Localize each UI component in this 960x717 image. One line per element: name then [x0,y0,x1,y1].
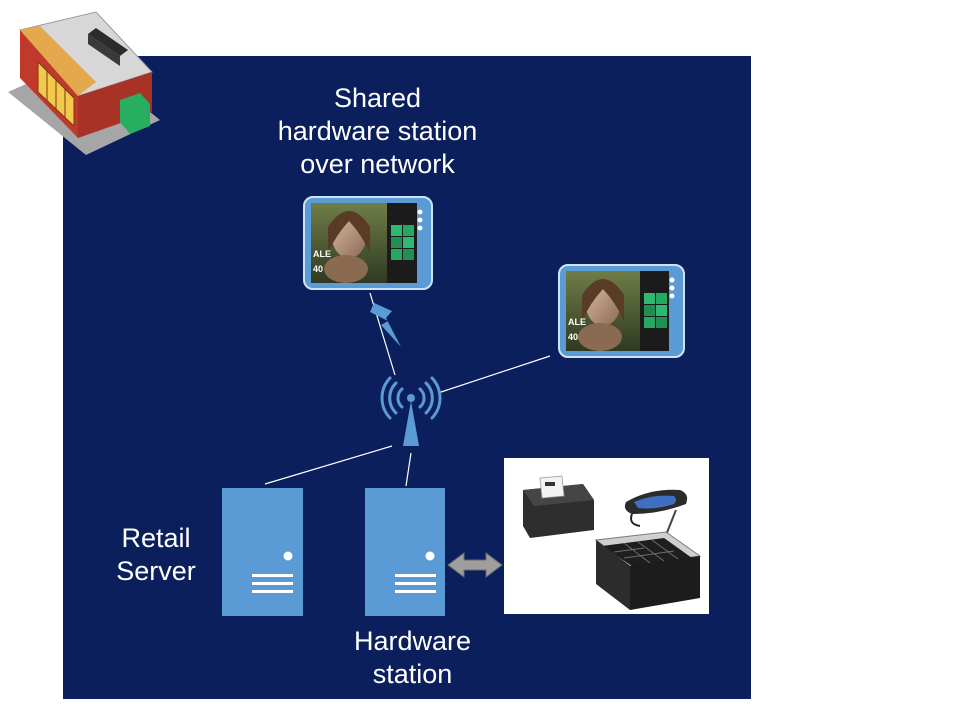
discount-text: 40 [313,264,323,274]
server-icon [365,488,445,616]
sale-text: ALE [313,249,331,259]
store-icon [8,11,160,155]
link-hwstation-tower [405,452,412,487]
hardware-station-label: Hardware station [353,626,472,689]
discount-text: 40 [568,332,578,342]
retail-server-label: Retail Server [116,523,196,586]
tablet-pos-icon: ALE 40 [303,196,433,290]
cash-drawer-icon [594,531,702,610]
wireless-tower-icon [380,376,442,446]
peripherals-photo [504,458,709,614]
card-reader-icon [624,489,688,541]
tablet-pos-icon: ALE 40 [558,264,685,358]
sale-text: ALE [568,317,586,327]
server-icon [222,488,303,616]
link-server-tower [264,445,393,485]
lightning-icon [370,303,401,347]
double-arrow-icon [447,552,503,578]
shared-station-label: Shared hardware station over network [277,83,478,179]
network-links [264,292,551,487]
receipt-printer-icon [523,475,594,538]
link-tablet2-tower [437,355,551,394]
